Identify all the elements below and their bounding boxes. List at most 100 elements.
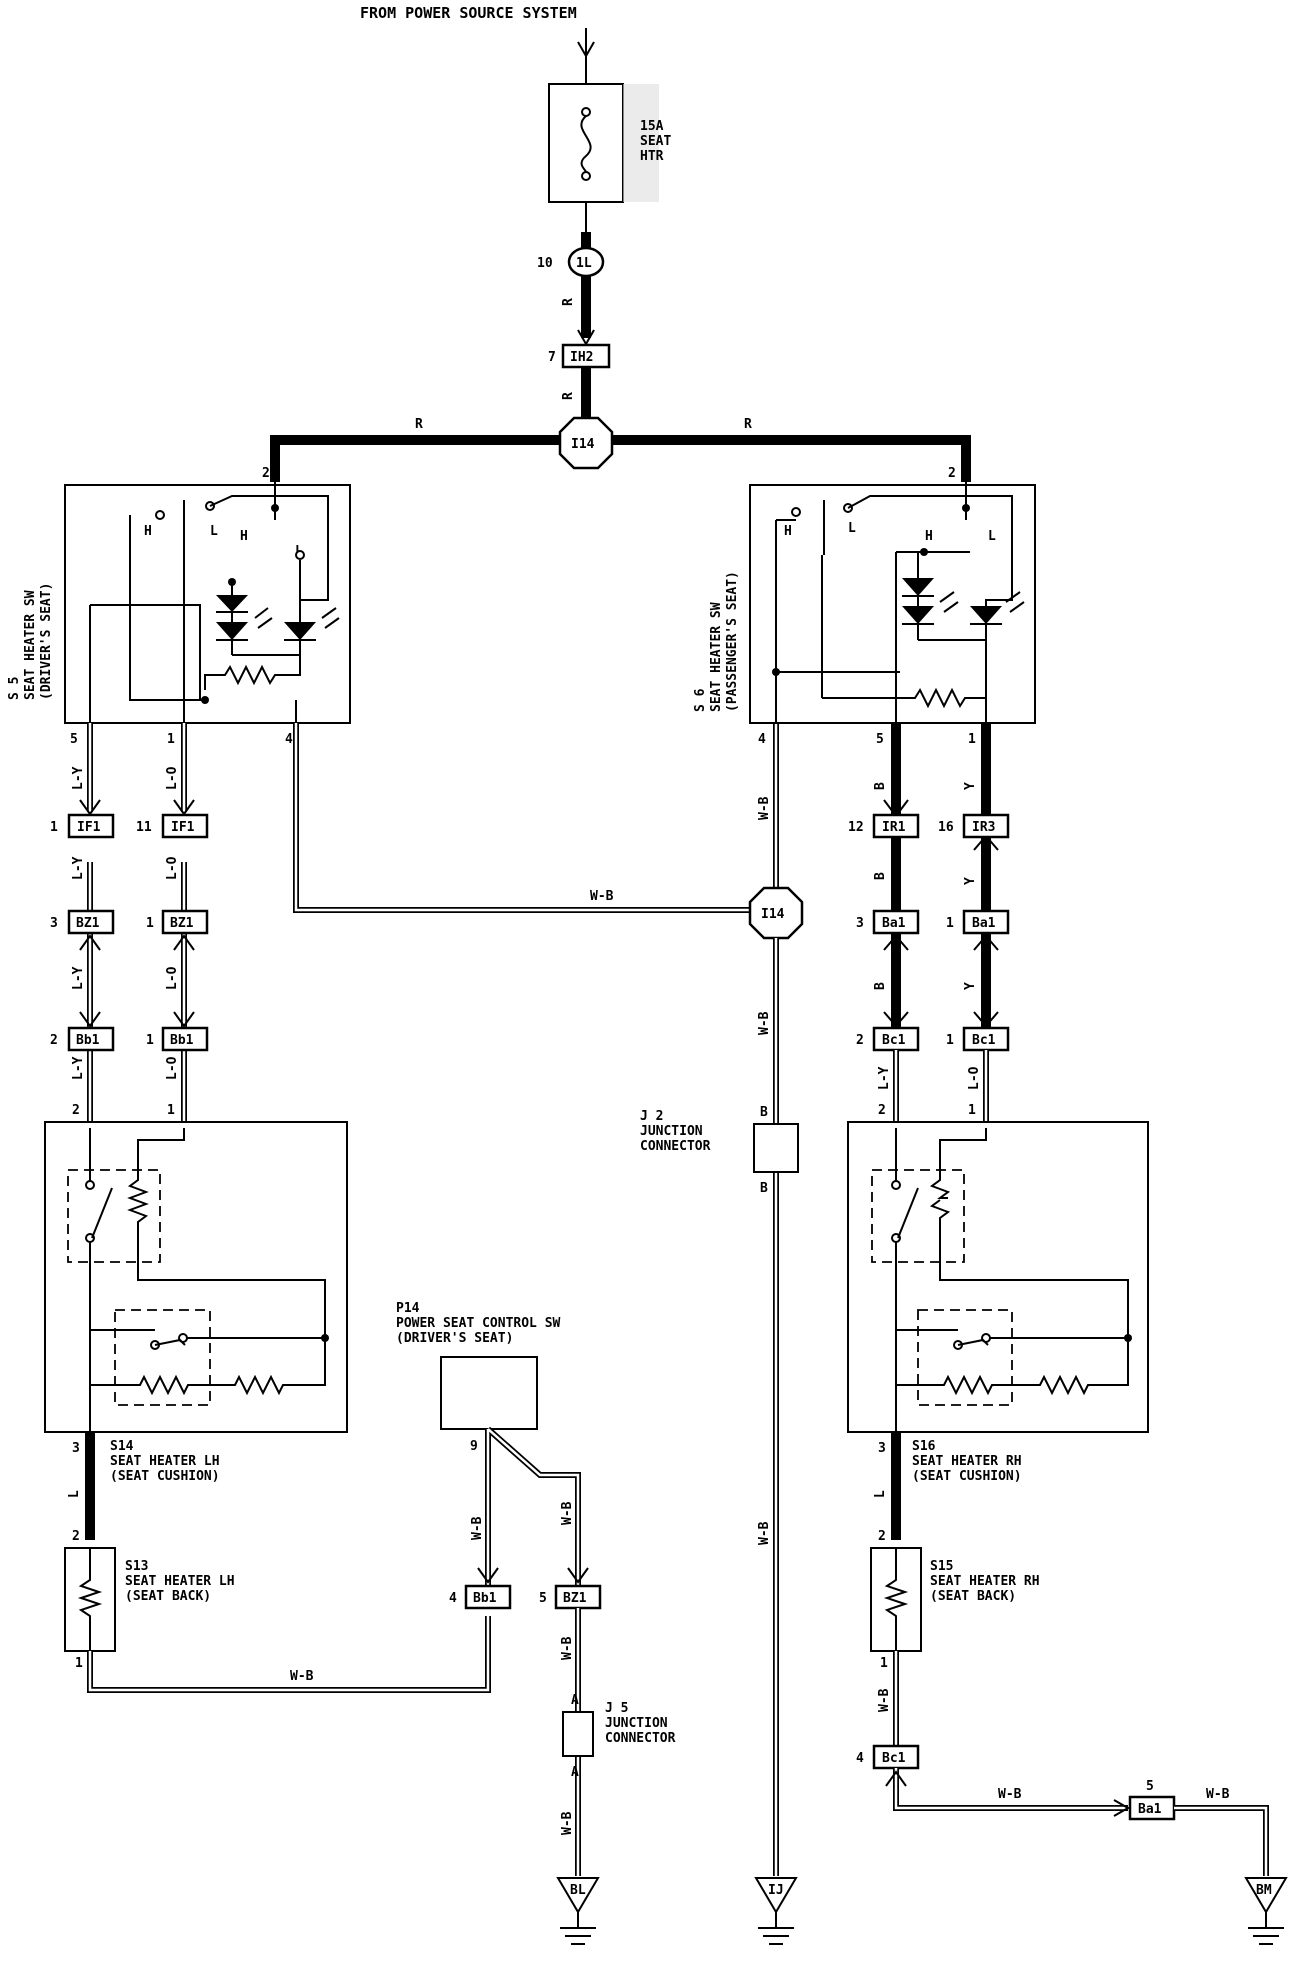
s14-sub: (SEAT CUSHION) xyxy=(110,1469,220,1484)
svg-text:Bb1: Bb1 xyxy=(76,1033,100,1048)
s5-label-sub: (DRIVER'S SEAT) xyxy=(39,583,54,700)
s13-name: SEAT HEATER LH xyxy=(125,1574,235,1589)
svg-text:11: 11 xyxy=(136,820,152,835)
svg-text:16: 16 xyxy=(938,820,954,835)
svg-text:2: 2 xyxy=(948,466,956,481)
svg-text:L: L xyxy=(210,524,218,539)
svg-text:9: 9 xyxy=(470,1439,478,1454)
wire-r-right: R xyxy=(744,417,752,432)
wire-r-left: R xyxy=(415,417,423,432)
fuse-name-2: HTR xyxy=(640,149,664,164)
svg-text:L-O: L-O xyxy=(165,1056,180,1080)
pin-10: 10 xyxy=(537,256,553,271)
s16-name: SEAT HEATER RH xyxy=(912,1454,1022,1469)
j5-junction-connector: A A J 5 JUNCTION CONNECTOR xyxy=(562,1693,676,1780)
svg-text:Ba1: Ba1 xyxy=(882,916,906,931)
svg-text:5: 5 xyxy=(1146,1779,1154,1794)
s16-seat-heater-rh-cushion: 2 1 xyxy=(847,1103,1149,1433)
s16-id: S16 xyxy=(912,1439,936,1454)
svg-text:BL: BL xyxy=(570,1883,586,1898)
wire-b-right xyxy=(883,723,909,1028)
svg-text:Bc1: Bc1 xyxy=(972,1033,996,1048)
svg-text:L-Y: L-Y xyxy=(71,856,86,880)
s6-pin-5: 5 xyxy=(876,732,884,747)
s13-id: S13 xyxy=(125,1559,148,1574)
s16-sub: (SEAT CUSHION) xyxy=(912,1469,1022,1484)
svg-text:W-B: W-B xyxy=(757,1521,772,1545)
svg-text:2: 2 xyxy=(50,1033,58,1048)
connector-bc1-2: Bc1 2 xyxy=(856,1026,920,1052)
svg-text:Y: Y xyxy=(963,982,978,990)
svg-text:H: H xyxy=(925,529,933,544)
svg-text:2: 2 xyxy=(856,1033,864,1048)
connector-bb1-4: Bb1 4 xyxy=(449,1584,512,1610)
connector-bb1-1: Bb1 1 xyxy=(146,1026,209,1052)
svg-text:JUNCTION: JUNCTION xyxy=(640,1124,703,1139)
svg-text:BM: BM xyxy=(1256,1883,1272,1898)
svg-text:IJ: IJ xyxy=(768,1883,784,1898)
s14-id: S14 xyxy=(110,1439,134,1454)
svg-text:Ba1: Ba1 xyxy=(972,916,996,931)
s5-label-id: S 5 xyxy=(7,677,22,700)
junction-i14-mid: I14 xyxy=(748,886,804,940)
svg-text:Bc1: Bc1 xyxy=(882,1751,906,1766)
connector-ba1-3: Ba1 3 xyxy=(856,909,920,935)
pin-7: 7 xyxy=(548,350,556,365)
j2-junction-connector: B B J 2 JUNCTION CONNECTOR xyxy=(640,1105,799,1196)
svg-text:BZ1: BZ1 xyxy=(563,1591,587,1606)
svg-text:12: 12 xyxy=(848,820,864,835)
connector-bb1-2: Bb1 2 xyxy=(50,1026,115,1052)
connector-bc1-1: Bc1 1 xyxy=(946,1026,1010,1052)
svg-text:W-B: W-B xyxy=(757,1011,772,1035)
svg-text:J 2: J 2 xyxy=(640,1109,663,1124)
power-source-label: FROM POWER SOURCE SYSTEM xyxy=(360,4,577,22)
s15-name: SEAT HEATER RH xyxy=(930,1574,1040,1589)
svg-text:L-Y: L-Y xyxy=(71,966,86,990)
fuse-rating: 15A xyxy=(640,119,664,134)
connector-if1-1: IF1 1 xyxy=(50,813,115,839)
s13-sub: (SEAT BACK) xyxy=(125,1589,211,1604)
s14-seat-heater-lh-cushion: 2 1 xyxy=(44,1103,348,1433)
svg-text:BZ1: BZ1 xyxy=(170,916,194,931)
wire-wb-p14 xyxy=(477,1426,589,1586)
svg-text:H: H xyxy=(144,524,152,539)
wire-y-right xyxy=(973,723,999,1028)
svg-text:1: 1 xyxy=(146,1033,154,1048)
svg-text:Ba1: Ba1 xyxy=(1138,1802,1162,1817)
s6-label-name: SEAT HEATER SW xyxy=(709,602,724,712)
svg-text:W-B: W-B xyxy=(560,1501,575,1525)
ground-bl: BL xyxy=(556,1877,600,1945)
p14-id: P14 xyxy=(396,1301,420,1316)
svg-text:2: 2 xyxy=(878,1529,886,1544)
svg-text:W-B: W-B xyxy=(560,1811,575,1835)
svg-text:1: 1 xyxy=(146,916,154,931)
s15-sub: (SEAT BACK) xyxy=(930,1589,1016,1604)
svg-text:W-B: W-B xyxy=(998,1787,1022,1802)
svg-text:3: 3 xyxy=(50,916,58,931)
svg-text:L-Y: L-Y xyxy=(877,1066,892,1090)
svg-text:L-O: L-O xyxy=(165,766,180,790)
svg-text:A: A xyxy=(571,1765,579,1780)
svg-text:1: 1 xyxy=(946,916,954,931)
s5-pin-5: 5 xyxy=(70,732,78,747)
svg-text:I14: I14 xyxy=(571,437,595,452)
svg-text:I14: I14 xyxy=(761,907,785,922)
svg-text:J 5: J 5 xyxy=(605,1701,628,1716)
svg-text:2: 2 xyxy=(72,1529,80,1544)
svg-text:W-B: W-B xyxy=(470,1516,485,1540)
s5-pin-1: 1 xyxy=(167,732,175,747)
svg-text:H: H xyxy=(784,524,792,539)
svg-text:IH2: IH2 xyxy=(570,350,593,365)
svg-text:3: 3 xyxy=(856,916,864,931)
fuse-name-1: SEAT xyxy=(640,134,671,149)
svg-text:L-Y: L-Y xyxy=(71,1056,86,1080)
svg-text:W-B: W-B xyxy=(1206,1787,1230,1802)
svg-text:B: B xyxy=(873,782,888,790)
svg-text:L: L xyxy=(873,1490,888,1498)
svg-text:IF1: IF1 xyxy=(77,820,101,835)
svg-text:B: B xyxy=(760,1181,768,1196)
svg-text:B: B xyxy=(873,982,888,990)
connector-bz1-3: BZ1 3 xyxy=(50,909,115,935)
s6-seat-heater-switch-passenger: 2 S 6 SEAT HEATER SW (PASSENGER'S SEAT) … xyxy=(693,466,1036,724)
